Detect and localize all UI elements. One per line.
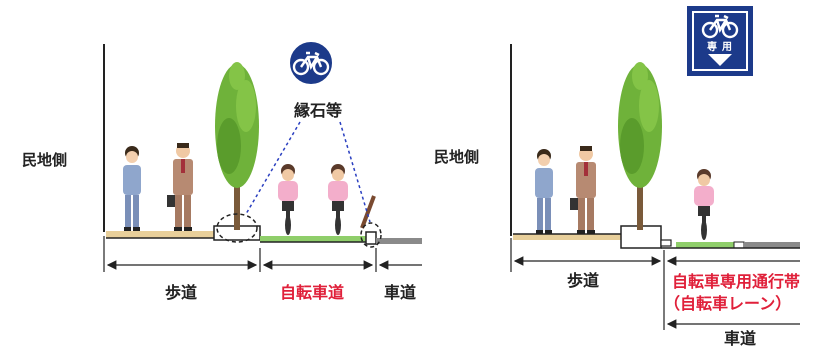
left-cyclist-1 xyxy=(278,164,298,235)
right-curb-step xyxy=(660,239,672,247)
right-bike-lane-surface xyxy=(676,242,734,248)
right-pedestrian-man xyxy=(570,146,596,234)
left-side-label: 民地側 xyxy=(22,151,67,169)
right-pedestrian-woman xyxy=(535,149,553,234)
left-curb-block xyxy=(365,231,377,245)
left-pedestrian-woman xyxy=(123,146,141,231)
right-sign-arrow-icon xyxy=(708,54,732,66)
left-bike-path-surface xyxy=(260,236,366,242)
right-sign-text-2: 用 xyxy=(721,41,732,53)
left-curb-label: 縁石等 xyxy=(294,101,342,120)
left-roadway-surface xyxy=(376,238,422,244)
left-street-tree xyxy=(215,62,259,230)
right-bike-lane-sub-label: （自転車レーン） xyxy=(664,294,791,313)
left-bike-path-label: 自転車道 xyxy=(280,283,344,302)
right-roadway-surface xyxy=(744,242,800,248)
right-side-label: 民地側 xyxy=(434,148,479,166)
right-sidewalk-surface xyxy=(513,234,621,240)
right-sidewalk-label: 歩道 xyxy=(567,271,599,290)
left-roadway-label: 車道 xyxy=(384,283,416,302)
right-panel: 民地側 専 用 歩道 自転車専用通行帯 （自転車レーン） 車道 xyxy=(434,6,800,348)
right-street-tree xyxy=(618,62,662,230)
right-cyclist xyxy=(694,169,714,240)
right-roadway-label: 車道 xyxy=(724,329,756,348)
left-sidewalk-label: 歩道 xyxy=(165,283,197,302)
left-pedestrian-man xyxy=(167,143,193,231)
right-sign-text-1: 専 xyxy=(707,40,717,53)
right-lane-line xyxy=(733,241,745,249)
left-cyclist-2 xyxy=(328,164,348,235)
left-curb-highlight-2 xyxy=(360,222,382,248)
left-bollard xyxy=(360,195,376,229)
left-curb-highlight-1 xyxy=(216,213,258,243)
left-panel: 民地側 縁石等 歩道 自転車道 車道 xyxy=(22,40,422,302)
right-bike-lane-sign-border xyxy=(692,11,748,71)
right-bike-lane-label: 自転車専用通行帯 xyxy=(672,272,800,291)
left-sidewalk-surface xyxy=(106,231,214,238)
